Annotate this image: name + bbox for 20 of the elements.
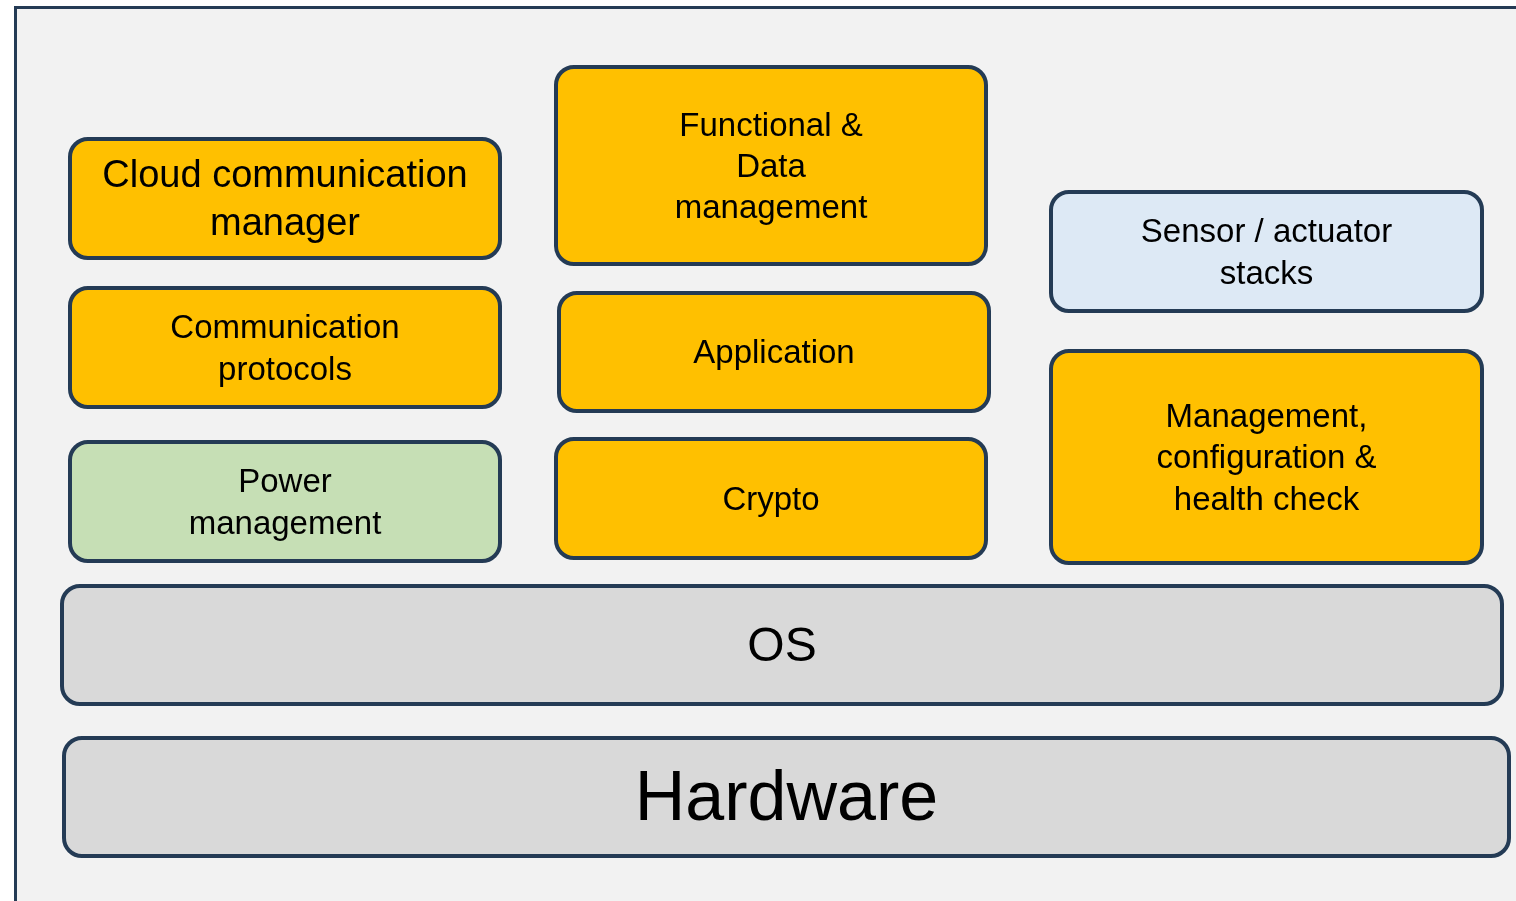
layer-box (68, 286, 502, 409)
layer-label: Power management (187, 461, 383, 543)
layer-box (557, 291, 991, 413)
layer-label: Communication protocols (169, 307, 401, 389)
layer-label: Application (693, 332, 855, 373)
layer-box (68, 440, 502, 563)
layer-box (60, 584, 1504, 706)
layer-box (62, 736, 1511, 858)
layer-box (68, 137, 502, 260)
layer-label: OS (747, 617, 817, 673)
layer-box (1049, 190, 1484, 313)
layer-label: Crypto (722, 478, 820, 519)
layer-label: Functional & Data management (673, 104, 869, 228)
layer-box (554, 437, 988, 560)
layer-box (554, 65, 988, 266)
layer-box (1049, 349, 1484, 565)
layer-label: Cloud communication manager (101, 152, 469, 245)
layer-label: Hardware (634, 756, 939, 838)
layer-label: Management, configuration & health check (1155, 396, 1378, 519)
layer-label: Sensor / actuator stacks (1139, 211, 1394, 293)
